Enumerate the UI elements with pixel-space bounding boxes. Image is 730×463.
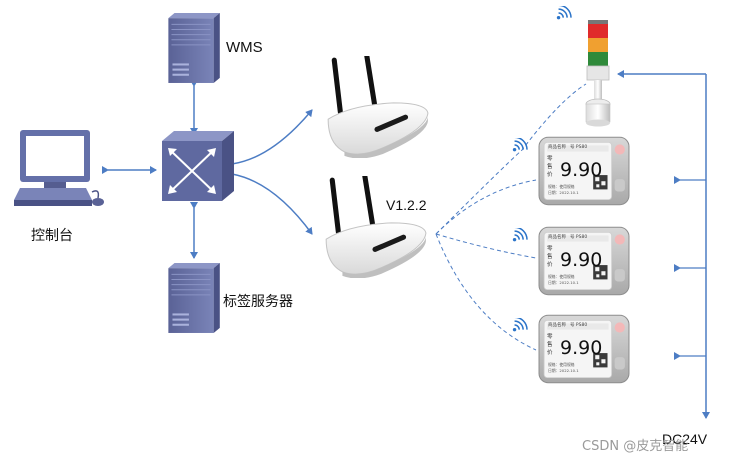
- wifi-icon: [512, 138, 528, 152]
- electronic-shelf-label-icon: 商品名称号 PS80 零售价 9.90 规格：使用规格日期：2022.10.1: [538, 226, 630, 296]
- server-icon: [167, 262, 221, 334]
- esl-date-text: 日期：2022.10.1: [548, 368, 579, 373]
- esl-spec-text: 规格：使用规格: [548, 184, 575, 189]
- esl-side-char: 价: [547, 171, 553, 178]
- tag-server-label: 标签服务器: [223, 293, 293, 310]
- wireless-link-esl-2: [435, 233, 537, 259]
- esl-date-text: 日期：2022.10.1: [548, 190, 579, 195]
- esl-side-char: 零: [547, 245, 553, 252]
- arrow-switch-ap2: [231, 173, 313, 235]
- esl-side-char: 价: [547, 349, 553, 356]
- esl-side-char: 零: [547, 155, 553, 162]
- wireless-link-tower: [435, 83, 587, 235]
- esl-side-char: 零: [547, 333, 553, 340]
- watermark: CSDN @皮克智能: [582, 439, 688, 454]
- switch-icon: [162, 131, 234, 201]
- esl-side-char: 售: [547, 252, 553, 260]
- wireless-links: [435, 83, 587, 351]
- esl-side-char: 售: [547, 162, 553, 170]
- connection-arrows: [102, 80, 313, 259]
- esl-date-text: 日期：2022.10.1: [548, 280, 579, 285]
- power-bus: [617, 70, 710, 419]
- esl-price: 9.90: [560, 337, 602, 359]
- esl-price: 9.90: [560, 249, 602, 271]
- computer-icon: [14, 130, 104, 206]
- wireless-link-esl-1: [435, 179, 537, 235]
- router-icon: [328, 56, 428, 158]
- wifi-icon: [512, 318, 528, 332]
- esl-product-code: 号 PS80: [570, 234, 587, 240]
- wifi-icon: [512, 228, 528, 242]
- ap-version-label: V1.2.2: [386, 197, 427, 213]
- esl-spec-text: 规格：使用规格: [548, 274, 575, 279]
- server-icon: [167, 12, 221, 84]
- electronic-shelf-label-icon: 商品名称号 PS80 零售价 9.90 规格：使用规格日期：2022.10.1: [538, 314, 630, 384]
- esl-price: 9.90: [560, 159, 602, 181]
- wifi-icon: [556, 6, 572, 20]
- arrow-switch-ap1: [231, 109, 313, 165]
- esl-spec-text: 规格：使用规格: [548, 362, 575, 367]
- console-label: 控制台: [31, 228, 73, 244]
- wireless-link-esl-3: [435, 233, 537, 351]
- wms-label: WMS: [226, 39, 263, 56]
- tower-light-icon: [585, 20, 611, 127]
- esl-product-label: 商品名称: [548, 321, 566, 328]
- esl-side-char: 售: [547, 340, 553, 348]
- esl-product-label: 商品名称: [548, 233, 566, 240]
- router-icon: [326, 176, 426, 278]
- esl-product-code: 号 PS80: [570, 144, 587, 150]
- dc-power-label: DC24V: [662, 431, 708, 447]
- esl-product-code: 号 PS80: [570, 322, 587, 328]
- esl-side-char: 价: [547, 261, 553, 268]
- electronic-shelf-label-icon: 商品名称号 PS80 零售价 9.90 规格：使用规格日期：2022.10.1: [538, 136, 630, 206]
- esl-product-label: 商品名称: [548, 143, 566, 150]
